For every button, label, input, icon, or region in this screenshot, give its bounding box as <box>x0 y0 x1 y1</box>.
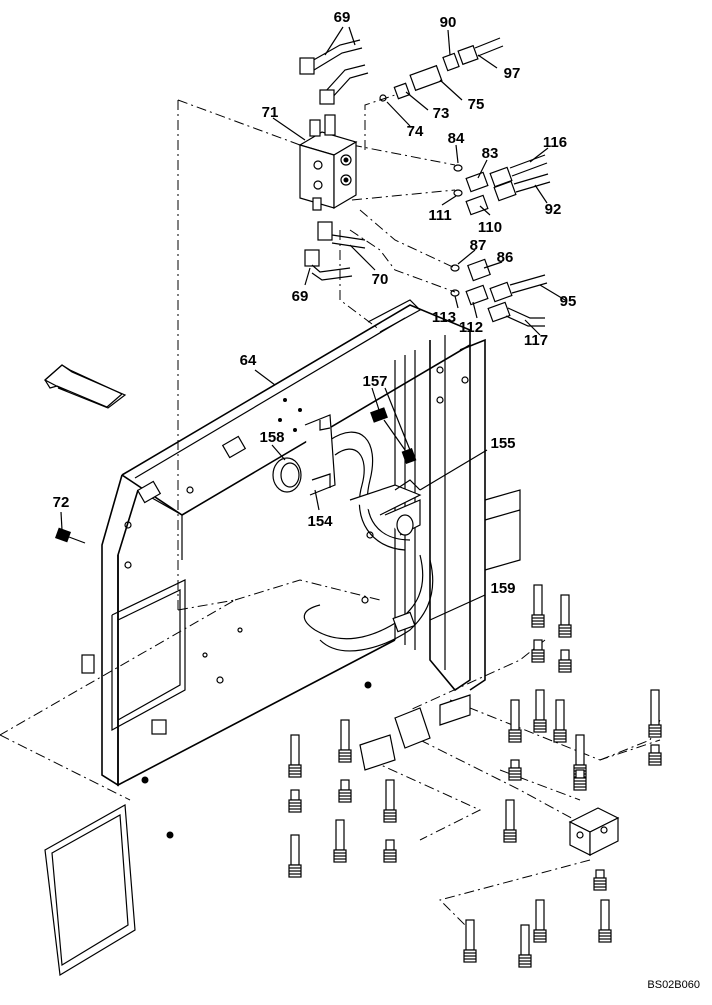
main-frame <box>81 299 486 787</box>
hose-fitting <box>518 924 532 968</box>
callout-87: 87 <box>470 237 487 254</box>
callout-75: 75 <box>468 96 485 113</box>
callout-158: 158 <box>259 429 284 446</box>
callout-leaders <box>60 26 566 621</box>
hose-fitting <box>338 779 352 803</box>
bolt-72 <box>55 527 86 544</box>
callout-117: 117 <box>524 332 548 349</box>
hose-fitting <box>338 719 352 763</box>
inner-structure <box>303 431 521 652</box>
callout-86: 86 <box>497 249 514 266</box>
callout-73: 73 <box>433 105 450 122</box>
hose-fitting <box>383 779 397 823</box>
hose-fitting <box>593 869 607 891</box>
callout-95: 95 <box>560 293 577 310</box>
callout-157: 157 <box>362 373 387 390</box>
callout-155: 155 <box>490 435 515 452</box>
callout-111: 111 <box>428 207 451 224</box>
bolt-157 <box>370 407 417 464</box>
callout-110: 110 <box>478 219 502 236</box>
clamp-155 <box>349 479 422 536</box>
callout-116: 116 <box>543 134 567 151</box>
fittings-middle <box>453 154 551 216</box>
callout-112: 112 <box>459 319 483 336</box>
hose-fitting <box>531 639 545 663</box>
hose-fitting <box>463 919 477 963</box>
callout-159: 159 <box>490 580 515 597</box>
callout-72: 72 <box>53 494 70 511</box>
direction-arrow <box>43 364 127 409</box>
callout-84: 84 <box>448 130 465 147</box>
hose-fitting <box>558 594 572 638</box>
cover-plate <box>44 681 372 976</box>
hose-69-70-bottom <box>304 221 366 281</box>
bracket-154 <box>272 414 336 496</box>
hose-fitting <box>288 789 302 813</box>
callout-90: 90 <box>440 14 457 31</box>
hose-fitting <box>648 689 662 738</box>
callout-labels: 69 90 97 75 71 73 74 84 83 116 111 110 9… <box>53 9 700 991</box>
hose-fitting <box>598 899 612 943</box>
hose-fitting <box>533 689 547 733</box>
callout-92: 92 <box>545 201 562 218</box>
hose-fitting <box>503 799 517 843</box>
callout-71: 71 <box>262 104 279 121</box>
callout-83: 83 <box>482 145 499 162</box>
hose-fitting <box>553 699 567 743</box>
hose-fitting <box>508 699 522 743</box>
callout-69-top: 69 <box>334 9 351 26</box>
hose-fitting <box>508 759 522 781</box>
valve-block-71 <box>298 114 358 211</box>
hose-fitting <box>383 839 397 863</box>
hose-fitting <box>533 899 547 943</box>
drawing-code: BS02B060 <box>647 979 700 991</box>
callout-70: 70 <box>372 271 389 288</box>
callout-64: 64 <box>240 352 257 369</box>
assembly-lines <box>0 94 661 931</box>
callout-69-bottom: 69 <box>292 288 309 305</box>
hose-fitting <box>558 649 572 673</box>
hose-fitting <box>573 769 587 791</box>
fitting-cluster <box>359 694 620 856</box>
hose-fitting <box>333 819 347 863</box>
fittings-upper <box>379 37 504 102</box>
callout-154: 154 <box>307 513 333 530</box>
hose-fitting <box>531 584 545 628</box>
fittings-lower <box>450 258 548 327</box>
hose-fitting <box>648 744 662 766</box>
fitting-columns <box>288 584 662 968</box>
callout-113: 113 <box>432 309 456 326</box>
callout-97: 97 <box>504 65 521 82</box>
hose-fitting <box>288 734 302 778</box>
hose-69-top <box>299 39 369 105</box>
callout-74: 74 <box>407 123 424 140</box>
hose-fitting <box>288 834 302 878</box>
